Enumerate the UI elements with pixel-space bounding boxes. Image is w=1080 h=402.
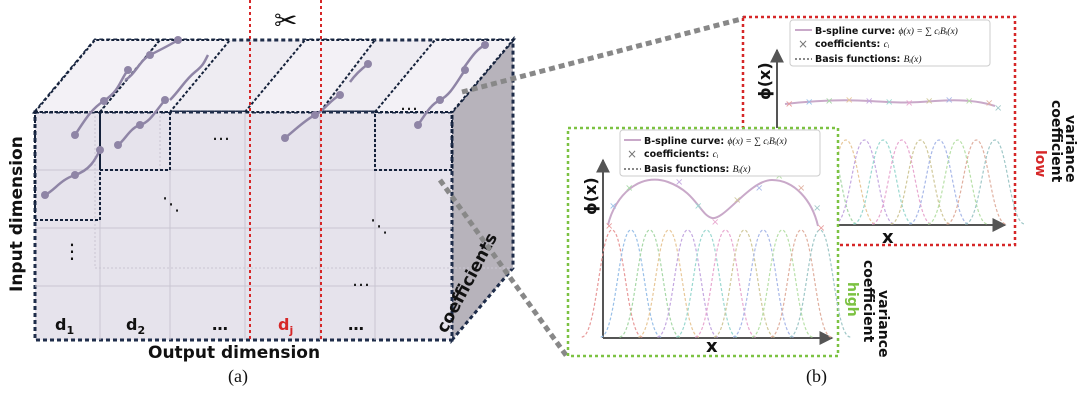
cell-dj-top bbox=[242, 39, 378, 113]
coefficient-marker: × bbox=[605, 221, 613, 232]
cube-front-face bbox=[33, 110, 454, 342]
zoom-connectors bbox=[437, 15, 746, 360]
col-label-dj: dj bbox=[278, 315, 293, 337]
cube-dots: … … ⋱ ⋱ ⋮ … bbox=[62, 94, 418, 291]
ellipsis-bottom: … bbox=[352, 270, 370, 291]
basis-function-curve bbox=[946, 139, 1007, 225]
low-side-word1: low bbox=[1032, 150, 1048, 177]
coefficient-marker: × bbox=[945, 95, 953, 106]
coefficient-marker: × bbox=[825, 96, 833, 107]
ddots-middle: ⋱ bbox=[162, 194, 180, 215]
coefficient-marker: × bbox=[805, 97, 813, 108]
coefficient-marker: × bbox=[711, 217, 719, 228]
high-legend-basis: Basis functions: Bᵢ(x) bbox=[644, 164, 751, 175]
basis-function-curve bbox=[789, 229, 851, 338]
basis-function-curve bbox=[770, 229, 832, 338]
high-basis-functions bbox=[581, 229, 851, 338]
coefficient-marker: × bbox=[865, 96, 873, 107]
high-legend-coef-icon: × bbox=[627, 147, 637, 161]
cell-d1-top bbox=[32, 39, 163, 113]
low-legend-coef-icon: × bbox=[798, 37, 808, 51]
coefficient-marker: × bbox=[785, 99, 793, 110]
ellipsis-top: … bbox=[212, 124, 230, 145]
coefficient-marker: × bbox=[925, 96, 933, 107]
low-side-word3: variance bbox=[1062, 115, 1078, 182]
basis-function-curve bbox=[890, 139, 951, 225]
caption-b: (b) bbox=[806, 366, 827, 387]
coefficient-cube: … … ⋱ ⋱ ⋮ … bbox=[31, 35, 517, 345]
coefficient-marker: × bbox=[994, 103, 1002, 114]
high-plot-ylabel: ϕ(x) bbox=[581, 177, 600, 215]
coefficient-marker: × bbox=[965, 96, 973, 107]
high-bspline-curve bbox=[607, 178, 819, 227]
basis-function-curve bbox=[964, 139, 1026, 225]
output-dimension-label: Output dimension bbox=[148, 343, 320, 363]
cut-lines bbox=[249, 0, 322, 340]
high-side-word3: variance bbox=[875, 290, 891, 357]
high-legend-box bbox=[619, 129, 821, 177]
cell-d1-front bbox=[34, 111, 101, 221]
coefficient-marker: × bbox=[733, 195, 741, 206]
coefficient-marker: × bbox=[625, 183, 633, 194]
coefficient-marker: × bbox=[797, 183, 805, 194]
low-legend-coef: coefficients: cᵢ bbox=[815, 39, 890, 50]
col-label-ellipsis1: … bbox=[212, 315, 228, 334]
low-coefficient-markers: ×××××××××××× bbox=[785, 95, 1002, 114]
coefficient-marker: × bbox=[817, 223, 825, 234]
low-legend-curve: B-spline curve: ϕ(x) = ∑ cᵢBᵢ(x) bbox=[815, 26, 958, 37]
coefficient-marker: × bbox=[985, 98, 993, 109]
high-side-word1: high bbox=[844, 282, 860, 317]
ddots-right: ⋱ bbox=[370, 216, 388, 237]
coefficient-marker: × bbox=[609, 201, 617, 212]
basis-function-curve bbox=[871, 139, 932, 225]
coefficient-marker: × bbox=[885, 97, 893, 108]
vdots-left: ⋮ bbox=[62, 239, 82, 263]
low-plot-xlabel: x bbox=[882, 227, 894, 248]
caption-a: (a) bbox=[228, 366, 248, 387]
low-bspline-curve bbox=[784, 99, 996, 107]
input-dimension-label: Input dimension bbox=[7, 136, 27, 292]
basis-function-curve bbox=[927, 139, 988, 225]
coefficient-marker: × bbox=[905, 98, 913, 109]
low-plot-ylabel: ϕ(x) bbox=[755, 62, 774, 100]
high-variance-plot: ××××××××××××× B-spline curve: ϕ(x) = ∑ c… bbox=[566, 126, 891, 357]
ellipsis-right: … bbox=[400, 94, 418, 115]
coefficient-marker: × bbox=[755, 183, 763, 194]
high-legend-coef: coefficients: cᵢ bbox=[644, 149, 719, 160]
col-label-d1: d1 bbox=[55, 315, 74, 337]
low-side-word2: coefficient bbox=[1048, 100, 1064, 183]
high-plot-xlabel: x bbox=[706, 336, 718, 357]
coefficient-marker: × bbox=[845, 95, 853, 106]
basis-function-curve bbox=[834, 139, 895, 225]
basis-function-curve bbox=[909, 139, 970, 225]
high-side-word2: coefficient bbox=[860, 260, 876, 343]
spline-curve-d2b bbox=[169, 54, 210, 101]
low-legend-basis: Basis functions: Bᵢ(x) bbox=[815, 54, 922, 65]
col-label-ellipsis2: … bbox=[348, 315, 364, 334]
scissors-icon: ✂ bbox=[274, 4, 297, 37]
coefficient-marker: × bbox=[694, 201, 702, 212]
col-label-d2: d2 bbox=[126, 315, 145, 337]
column-labels: d1 d2 … dj … bbox=[55, 315, 364, 337]
coefficient-marker: × bbox=[675, 177, 683, 188]
spline-knots bbox=[41, 36, 489, 199]
low-legend-box bbox=[789, 19, 991, 67]
high-legend-curve: B-spline curve: ϕ(x) = ∑ cᵢBᵢ(x) bbox=[644, 136, 787, 147]
coefficient-marker: × bbox=[813, 203, 821, 214]
basis-function-curve bbox=[853, 139, 914, 225]
